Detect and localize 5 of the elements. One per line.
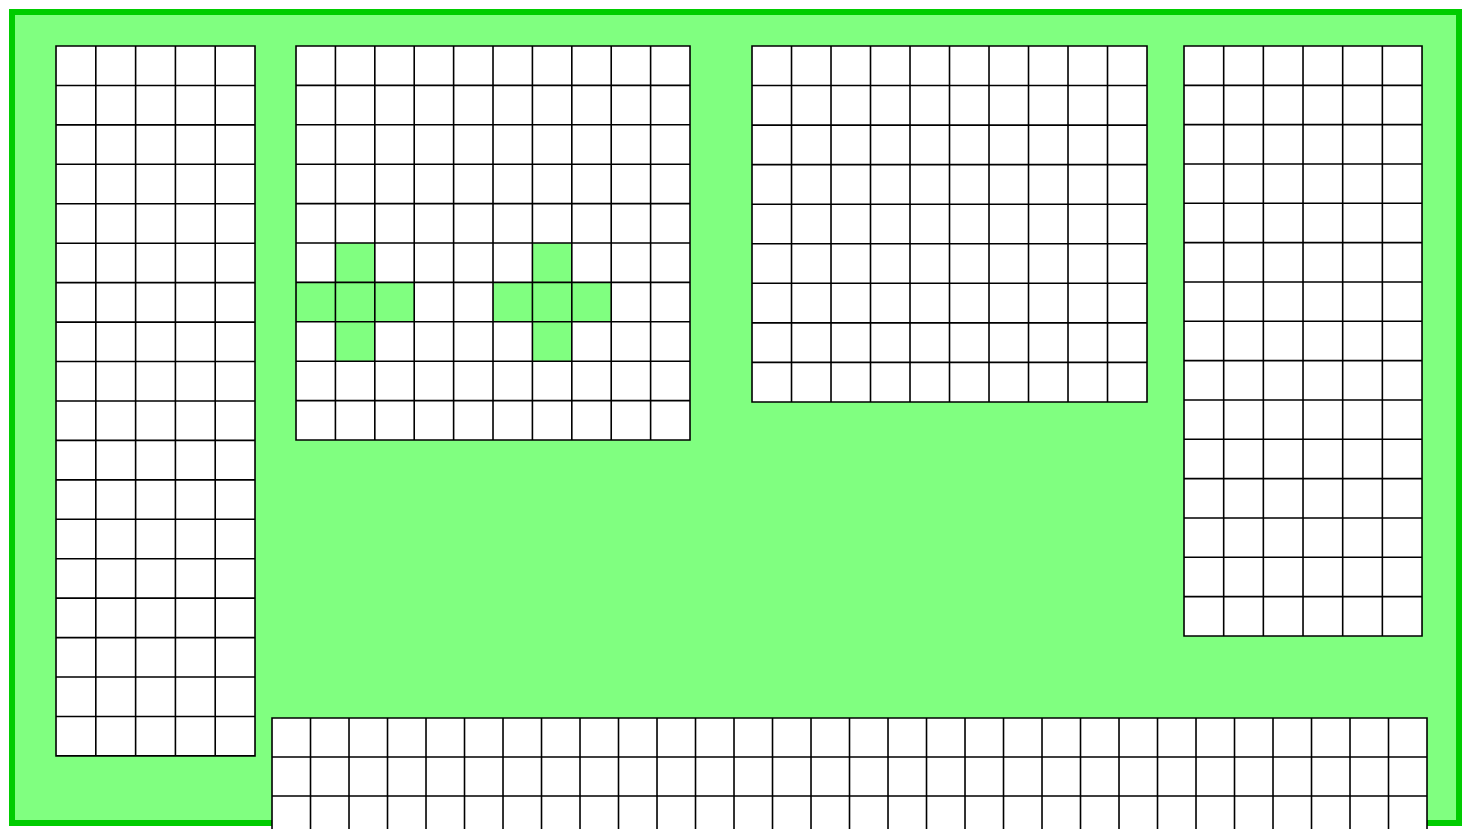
grid-drawing <box>55 45 256 757</box>
grid-drawing <box>1183 45 1423 637</box>
grid-drawing <box>751 45 1148 403</box>
grid-drawing <box>271 717 1428 829</box>
grid-drawing <box>295 45 691 441</box>
